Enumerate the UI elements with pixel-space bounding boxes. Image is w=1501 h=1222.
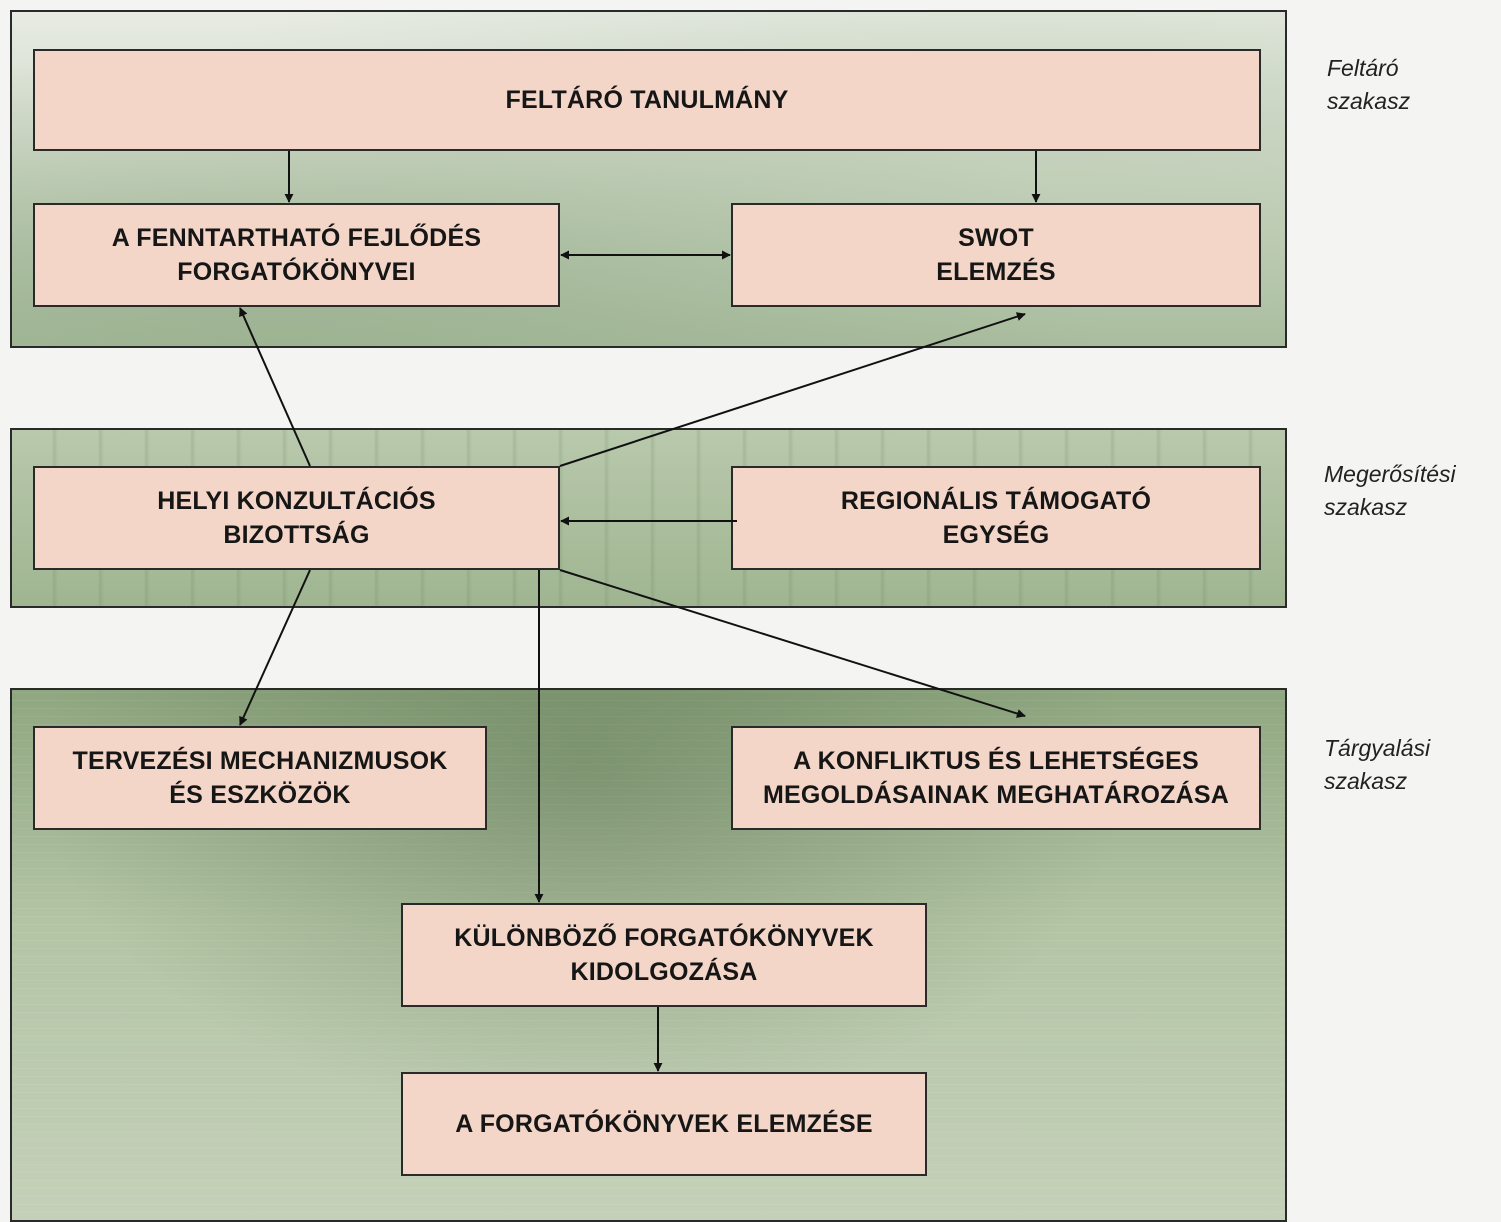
phase-label-megerositesi: Megerősítési szakasz: [1324, 461, 1456, 520]
box-helyi-konzultacios: HELYI KONZULTÁCIÓS BIZOTTSÁG: [33, 466, 560, 570]
box-forgatokonyvek-elemzese: A FORGATÓKÖNYVEK ELEMZÉSE: [401, 1072, 927, 1176]
box-kulonbozo-forgatokonyvek: KÜLÖNBÖZŐ FORGATÓKÖNYVEK KIDOLGOZÁSA: [401, 903, 927, 1007]
box-regionalis-tamogato: REGIONÁLIS TÁMOGATÓ EGYSÉG: [731, 466, 1261, 570]
box-feltaro-tanulmany: FELTÁRÓ TANULMÁNY: [33, 49, 1261, 151]
box-konfliktus: A KONFLIKTUS ÉS LEHETSÉGES MEGOLDÁSAINAK…: [731, 726, 1261, 830]
phase-label-targyalasi: Tárgyalási szakasz: [1324, 735, 1431, 794]
arrow-helyi-to-swot: [559, 312, 1026, 467]
arrow-helyi-to-fenntarthato: [239, 307, 311, 467]
box-tervezesi-mechanizmusok: TERVEZÉSI MECHANIZMUSOK ÉS ESZKÖZÖK: [33, 726, 487, 830]
box-swot-elemzes: SWOT ELEMZÉS: [731, 203, 1261, 307]
arrow-helyi-to-tervezesi: [239, 569, 311, 726]
phase-label-feltaro: Feltáró szakasz: [1327, 55, 1411, 114]
arrow-helyi-to-konfliktus: [559, 569, 1026, 718]
box-fenntarthato-forgatokonyvei: A FENNTARTHATÓ FEJLŐDÉS FORGATÓKÖNYVEI: [33, 203, 560, 307]
